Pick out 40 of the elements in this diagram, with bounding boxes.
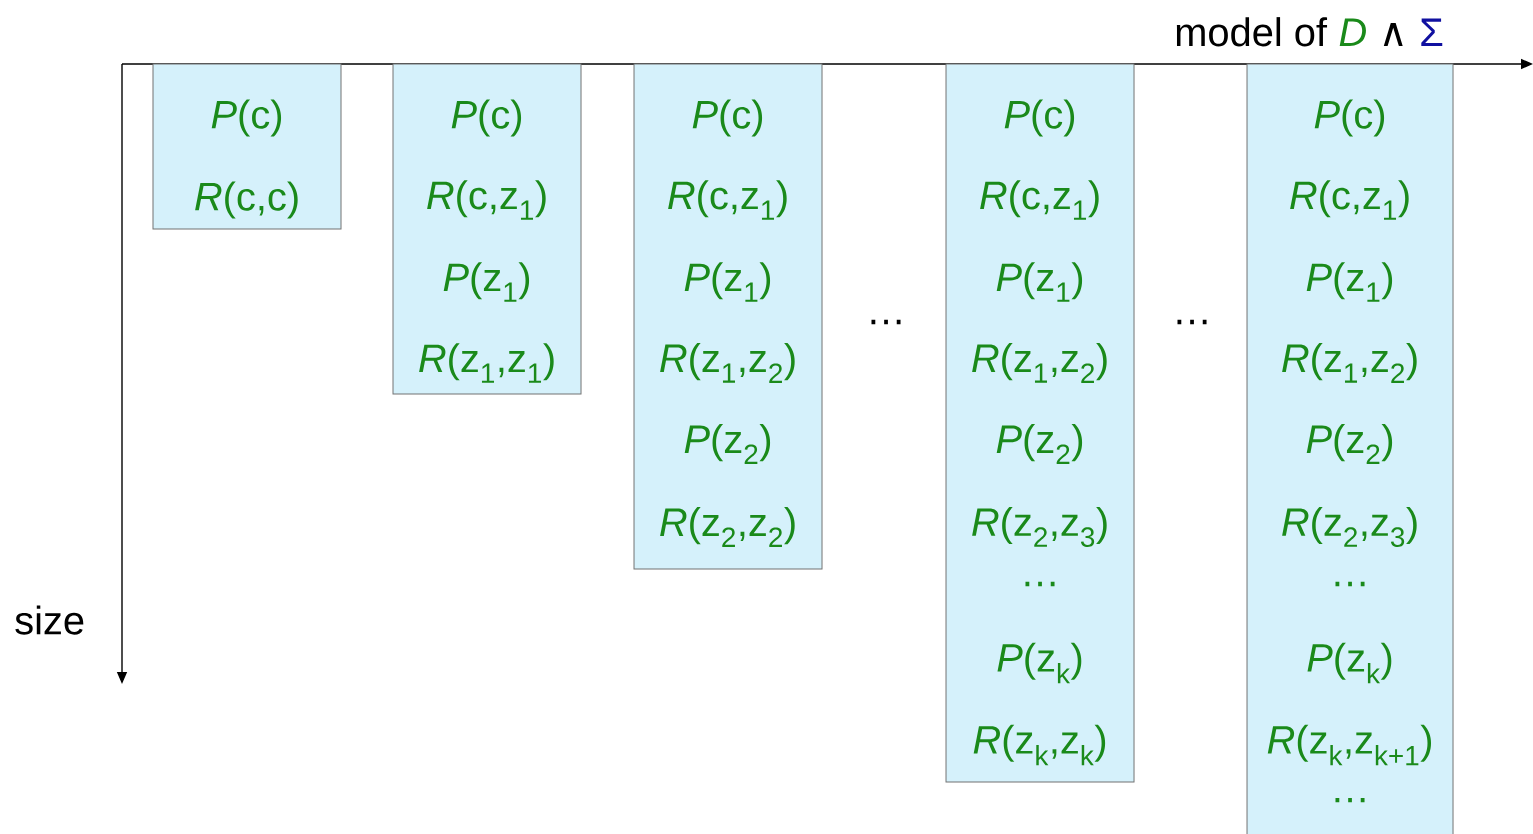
formula-text: R(c,z$_{1}$) — [980, 180, 1099, 220]
formula-text: R(z$_{k}$,z$_{k}$) — [973, 724, 1106, 766]
formula-text: … — [1025, 581, 1055, 587]
formula-text: R(z$_{2}$,z$_{3}$) — [972, 506, 1107, 548]
formula-text: R(c,z$_{1}$) — [1290, 180, 1409, 220]
formula-text: P(z$_{1}$) — [684, 262, 771, 302]
formula-text: R(c,z$_{1}$) — [427, 180, 546, 220]
formula-text: P(z$_{2}$) — [1306, 424, 1393, 464]
formula-text: P(c) — [1314, 99, 1385, 137]
formula-column — [633, 63, 823, 570]
formula-column — [392, 63, 582, 395]
formula-text: R(z$_{1}$,z$_{2}$) — [972, 343, 1107, 383]
formula-text: … — [1335, 797, 1365, 803]
formula-text: P(c) — [692, 99, 763, 137]
heading-text: model of — [1176, 17, 1328, 47]
formula-text: R(z$_{k}$,z$_{k+1}$) — [1267, 724, 1431, 766]
formula-column — [1246, 63, 1454, 834]
formula-text: P(z$_{k}$) — [997, 642, 1082, 684]
ellipsis: … — [871, 319, 901, 325]
formula-text: … — [1335, 581, 1365, 587]
formula-text: P(c) — [451, 99, 522, 137]
formula-text: P(z$_{2}$) — [684, 424, 771, 464]
formula-text: P(z$_{2}$) — [996, 424, 1083, 464]
formula-text: R(z$_{2}$,z$_{2}$) — [660, 507, 795, 547]
formula-text: P(c) — [1004, 99, 1075, 137]
formula-text: P(z$_{1}$) — [996, 262, 1083, 302]
formula-text: R(z$_{1}$,z$_{2}$) — [1282, 343, 1417, 383]
axis-label: size — [15, 605, 84, 635]
formula-column — [945, 63, 1135, 783]
formula-text: P(c) — [211, 99, 282, 137]
formula-text: R(z$_{2}$,z$_{3}$) — [1282, 506, 1417, 548]
formula-column — [152, 63, 342, 230]
ellipsis: … — [1177, 319, 1207, 325]
formula-text: P(z$_{1}$) — [1306, 262, 1393, 302]
formula-text: R(z$_{1}$,z$_{1}$) — [419, 343, 554, 383]
formula-text: P(z$_{1}$) — [443, 262, 530, 302]
formula-text: P(z$_{k}$) — [1307, 642, 1392, 684]
formula-text: R(c,c) — [195, 181, 298, 219]
formula-text: R(z$_{1}$,z$_{2}$) — [660, 343, 795, 383]
formula-text: R(c,z$_{1}$) — [668, 180, 787, 220]
